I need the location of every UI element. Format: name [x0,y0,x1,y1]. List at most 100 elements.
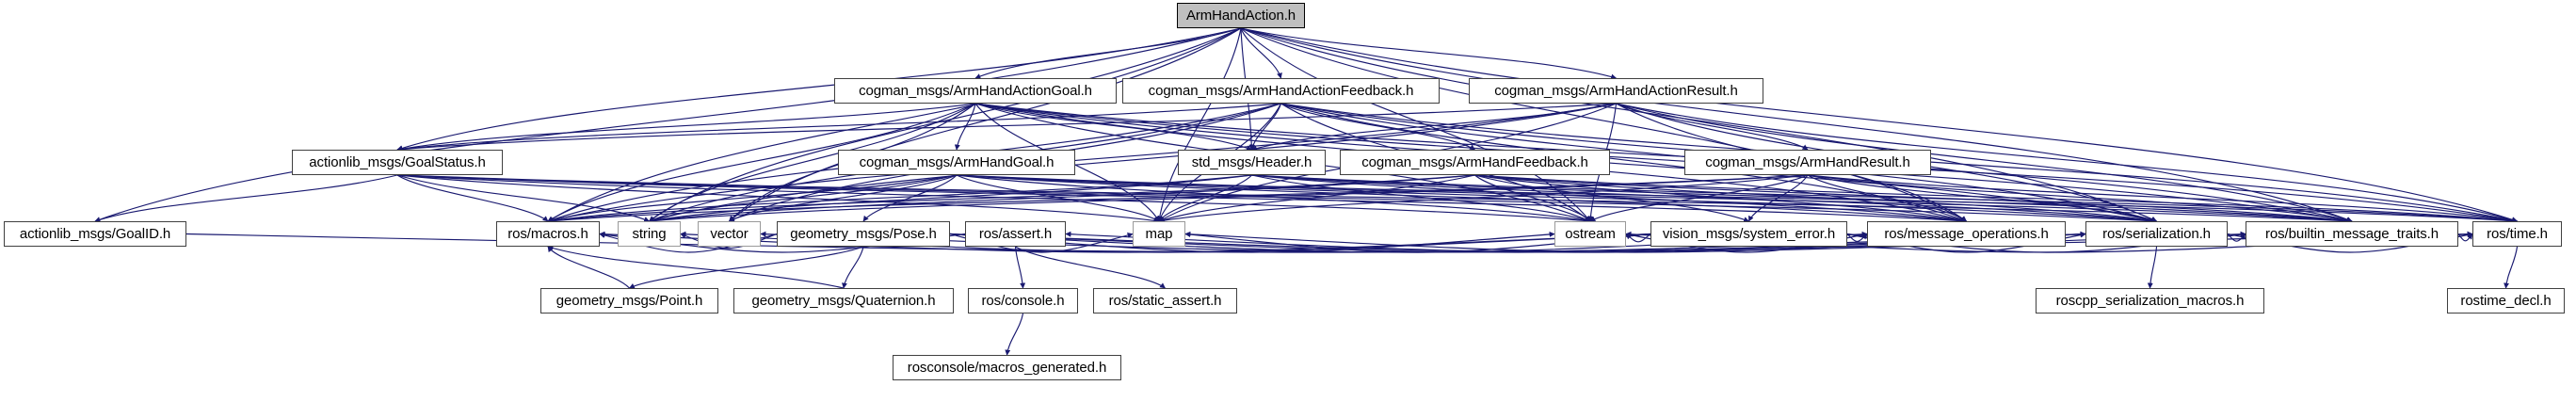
graph-edge [1158,174,1809,224]
graph-node-string[interactable]: string [618,221,681,247]
graph-edge [1807,174,2519,224]
graph-node-vector[interactable]: vector [698,221,761,247]
graph-node-macros[interactable]: ros/macros.h [496,221,600,247]
graph-edge [956,174,1591,224]
graph-edge [648,174,1809,224]
graph-node-time[interactable]: ros/time.h [2472,221,2562,247]
graph-edge [547,174,1475,224]
graph-edge [1474,174,2519,224]
graph-node-stdheader[interactable]: std_msgs/Header.h [1178,150,1326,175]
graph-edge [649,27,1242,222]
graph-node-actiongoal[interactable]: cogman_msgs/ArmHandActionGoal.h [834,78,1117,104]
graph-edge [1474,174,2158,224]
graph-edge [547,174,958,223]
graph-edge [94,27,1242,222]
graph-edge [396,103,1617,153]
graph-edge [1846,233,1868,242]
graph-edge [1589,174,1809,222]
graph-edge [547,245,845,289]
graph-edge [954,103,976,151]
graph-edge [1807,174,1967,222]
graph-edge [1240,27,2158,222]
graph-edge [1474,174,2353,224]
graph-edge [547,174,1809,224]
graph-edge [1240,27,1968,222]
graph-edge [974,103,1253,151]
graph-node-msgops[interactable]: ros/message_operations.h [1867,221,2066,247]
graph-edge [94,174,398,223]
graph-node-systemerror[interactable]: vision_msgs/system_error.h [1650,221,1847,247]
graph-node-console[interactable]: ros/console.h [968,288,1078,314]
graph-node-pose[interactable]: geometry_msgs/Pose.h [777,221,950,247]
graph-edge [956,174,1968,224]
graph-edge [974,27,1242,79]
graph-node-serialmacros[interactable]: roscpp_serialization_macros.h [2036,288,2264,314]
graph-edge [1156,27,1242,222]
graph-edge [1240,27,1591,222]
graph-edge [729,27,1242,222]
graph-edge [1240,27,2353,222]
graph-node-rostimedecl[interactable]: rostime_decl.h [2447,288,2565,314]
graph-edge [2147,246,2158,289]
graph-edge [648,174,958,223]
graph-edge [2227,233,2246,242]
graph-edge [648,174,1252,224]
graph-node-map[interactable]: map [1133,221,1185,247]
graph-node-armhandgoal[interactable]: cogman_msgs/ArmHandGoal.h [838,150,1075,175]
graph-edge [956,174,2519,224]
graph-edge [1251,174,2353,224]
graph-edge [1251,174,1968,224]
graph-edge [956,174,1160,222]
graph-node-actionfeedback[interactable]: cogman_msgs/ArmHandActionFeedback.h [1122,78,1440,104]
graph-edge [1250,103,1617,152]
graph-edge [396,174,1968,224]
graph-edge [1158,174,1252,222]
graph-edge [648,174,1475,224]
graph-node-goalid[interactable]: actionlib_msgs/GoalID.h [4,221,186,247]
graph-edge [547,174,1252,224]
graph-edge [547,246,630,289]
graph-node-point[interactable]: geometry_msgs/Point.h [540,288,718,314]
graph-edge [396,174,1591,224]
graph-edge [728,174,958,222]
graph-node-serialization[interactable]: ros/serialization.h [2085,221,2228,247]
graph-node-ostream[interactable]: ostream [1554,221,1626,247]
graph-edge [1014,246,1026,289]
graph-edge [1251,174,1591,223]
graph-node-traits[interactable]: ros/builtin_message_traits.h [2246,221,2458,247]
graph-node-root[interactable]: ArmHandAction.h [1177,3,1305,28]
graph-edge [1625,233,1651,243]
graph-edge [1015,246,1166,289]
graph-edge [547,27,1242,222]
graph-node-actionresult[interactable]: cogman_msgs/ArmHandActionResult.h [1469,78,1763,104]
graph-edge [628,246,864,289]
graph-edge [1616,103,1809,151]
graph-edge [1807,174,2353,223]
graph-node-armhandfeedback[interactable]: cogman_msgs/ArmHandFeedback.h [1340,150,1610,175]
graph-edge [1240,27,1618,80]
graph-edge [396,103,976,153]
graph-edge [1158,174,1475,223]
graph-edge [1747,174,1809,222]
graph-edge [1280,103,1476,151]
graph-edge [396,174,1160,224]
graph-edge [2457,233,2473,242]
graph-node-rosconsolemacros[interactable]: rosconsole/macros_generated.h [893,355,1121,380]
graph-edge [1251,174,2158,224]
graph-node-armhandresult[interactable]: cogman_msgs/ArmHandResult.h [1684,150,1931,175]
graph-edge [396,174,2158,224]
graph-node-quaternion[interactable]: geometry_msgs/Quaternion.h [733,288,954,314]
graph-node-staticassert[interactable]: ros/static_assert.h [1093,288,1237,314]
graph-edge [396,174,549,222]
graph-edge [1251,174,2519,224]
graph-edge [1807,174,2158,223]
graph-edge [956,174,2158,224]
graph-node-goalstatus[interactable]: actionlib_msgs/GoalStatus.h [292,150,503,175]
graph-edge [956,174,2353,224]
graph-edge [1474,174,1750,222]
graph-edge [396,103,1281,153]
graph-edge [1474,174,1968,223]
graph-edge [396,174,651,222]
graph-node-assert[interactable]: ros/assert.h [965,221,1066,247]
